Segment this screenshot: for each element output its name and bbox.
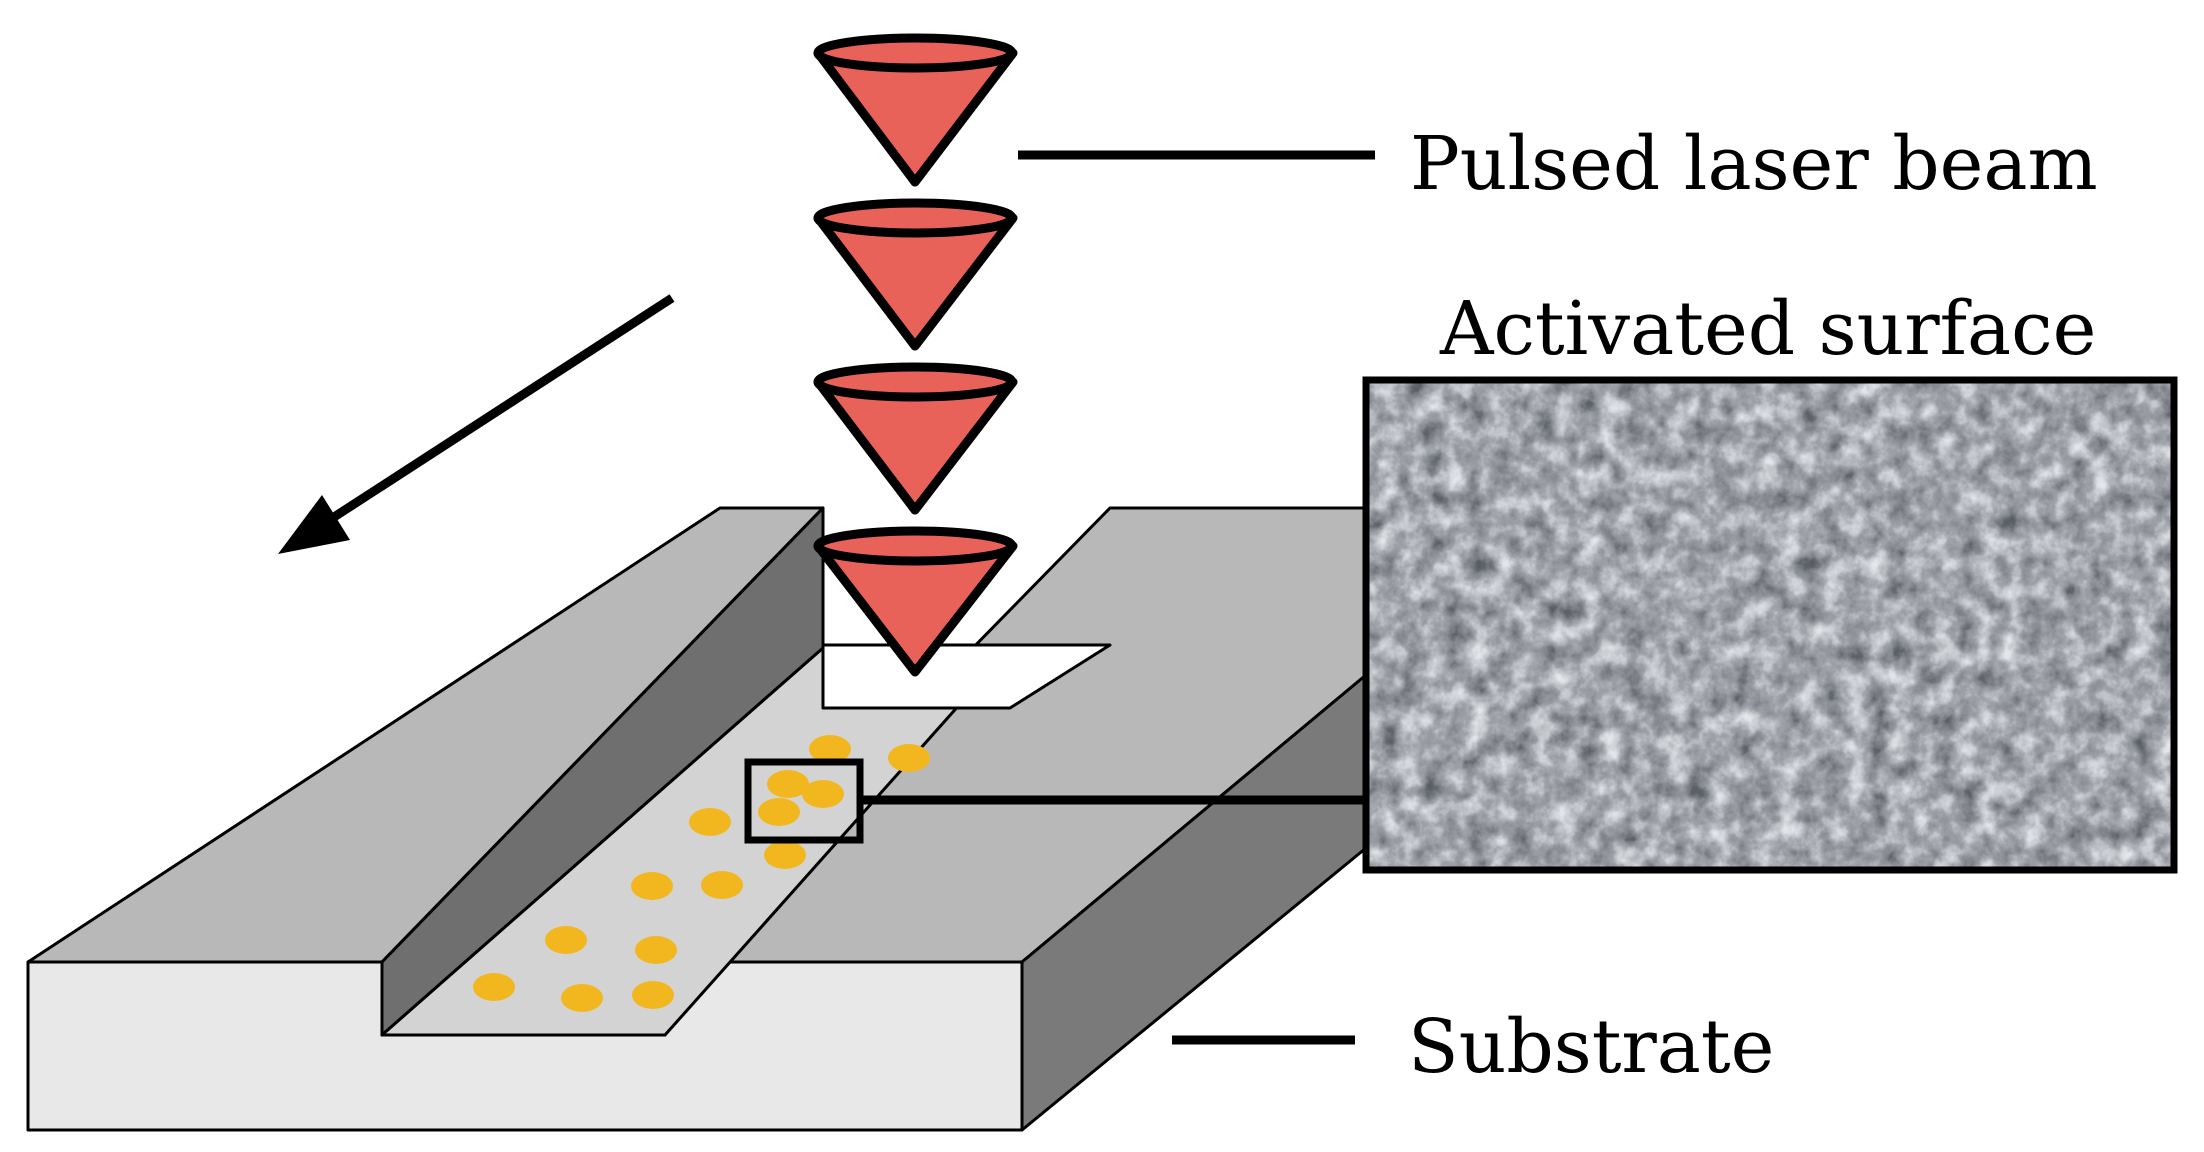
- particle: [888, 744, 930, 772]
- particle: [631, 872, 673, 900]
- particle: [802, 780, 844, 808]
- pulsed-laser-beam-label: Pulsed laser beam: [1410, 121, 2098, 207]
- activated-surface-label: Activated surface: [1440, 286, 2097, 372]
- particle: [767, 770, 809, 798]
- particle: [809, 735, 851, 763]
- particle: [473, 973, 515, 1001]
- particle: [689, 808, 731, 836]
- pulsed-laser-beam: [813, 33, 1018, 677]
- laser-cone-icon: [813, 526, 1018, 677]
- laser-cone-icon: [813, 33, 1018, 187]
- ablation-zone: [821, 643, 1112, 710]
- substrate-label: Substrate: [1408, 1004, 1775, 1090]
- substrate-block: [26, 506, 1368, 1132]
- activated-particles: [473, 735, 930, 1012]
- particle: [632, 981, 674, 1009]
- particle: [764, 841, 806, 869]
- particle: [561, 984, 603, 1012]
- particle: [545, 926, 587, 954]
- particle: [758, 798, 800, 826]
- activated-surface-image: [1362, 376, 2178, 874]
- laser-cone-icon: [813, 198, 1018, 351]
- particle: [635, 936, 677, 964]
- particle: [701, 871, 743, 899]
- laser-cone-icon: [813, 362, 1018, 515]
- zoom-highlight-box: [744, 758, 864, 844]
- leader-lines: [862, 150, 1378, 1045]
- arrow-down-left-icon: [278, 294, 675, 554]
